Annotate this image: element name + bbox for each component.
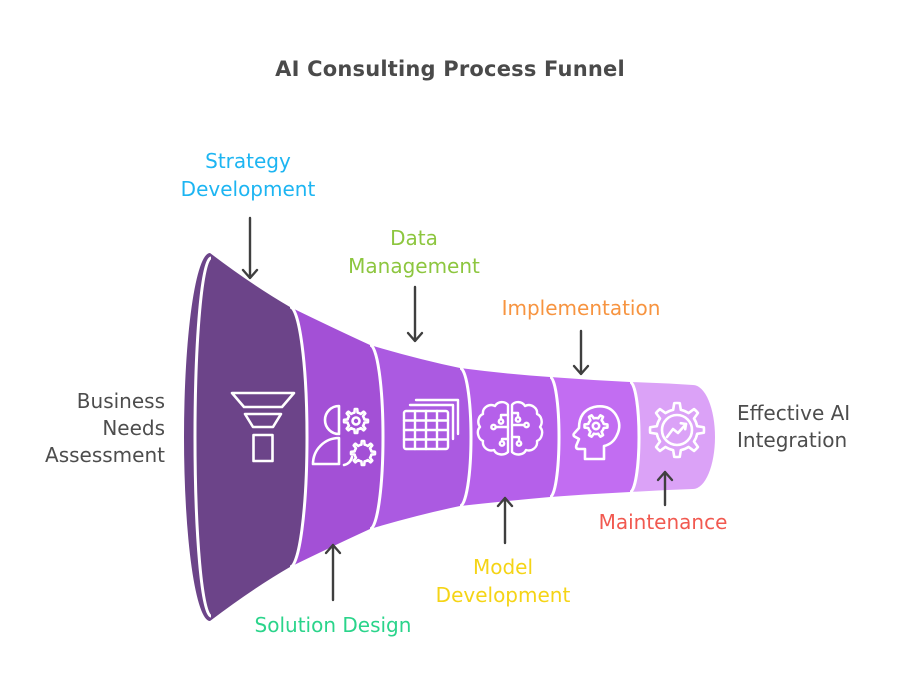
filter-funnel-icon: [230, 391, 296, 463]
model-development-arrow: [496, 496, 514, 545]
maintenance-arrow: [656, 470, 674, 507]
pointer-arrows: [241, 216, 674, 602]
data-management-arrow: [406, 285, 424, 343]
funnel-segment-model: [460, 368, 559, 506]
stage-icons: [230, 391, 706, 467]
funnel-segment-data: [370, 345, 471, 529]
funnel-input-label: Business Needs Assessment: [45, 389, 165, 467]
ai-brain-circuit-icon: [476, 400, 544, 456]
stage-label-implementation: Implementation: [501, 296, 661, 320]
funnel-segment-maintenance: [630, 382, 715, 492]
funnel-segment-strategy: [184, 253, 307, 621]
funnel-mouth-rim: [193, 256, 212, 618]
stage-label-solution-design: Solution Design: [254, 613, 412, 637]
stage-label-strategy-development: Strategy Development: [180, 149, 316, 201]
funnel-segment-implementation: [550, 377, 639, 497]
stage-label-maintenance: Maintenance: [598, 510, 728, 534]
stage-label-data-management: Data Management: [348, 226, 480, 278]
head-gear-icon: [572, 405, 621, 461]
page-title: AI Consulting Process Funnel: [275, 57, 625, 81]
implementation-arrow: [572, 329, 590, 376]
data-tables-icon: [402, 398, 460, 451]
gear-analytics-icon: [648, 401, 706, 459]
segment-separators: [289, 305, 641, 569]
funnel-output-label: Effective AI Integration: [737, 401, 851, 452]
consultant-gears-icon: [311, 404, 377, 467]
solution-design-arrow: [324, 543, 342, 602]
strategy-development-arrow: [241, 216, 259, 280]
stage-label-model-development: Model Development: [435, 555, 571, 607]
